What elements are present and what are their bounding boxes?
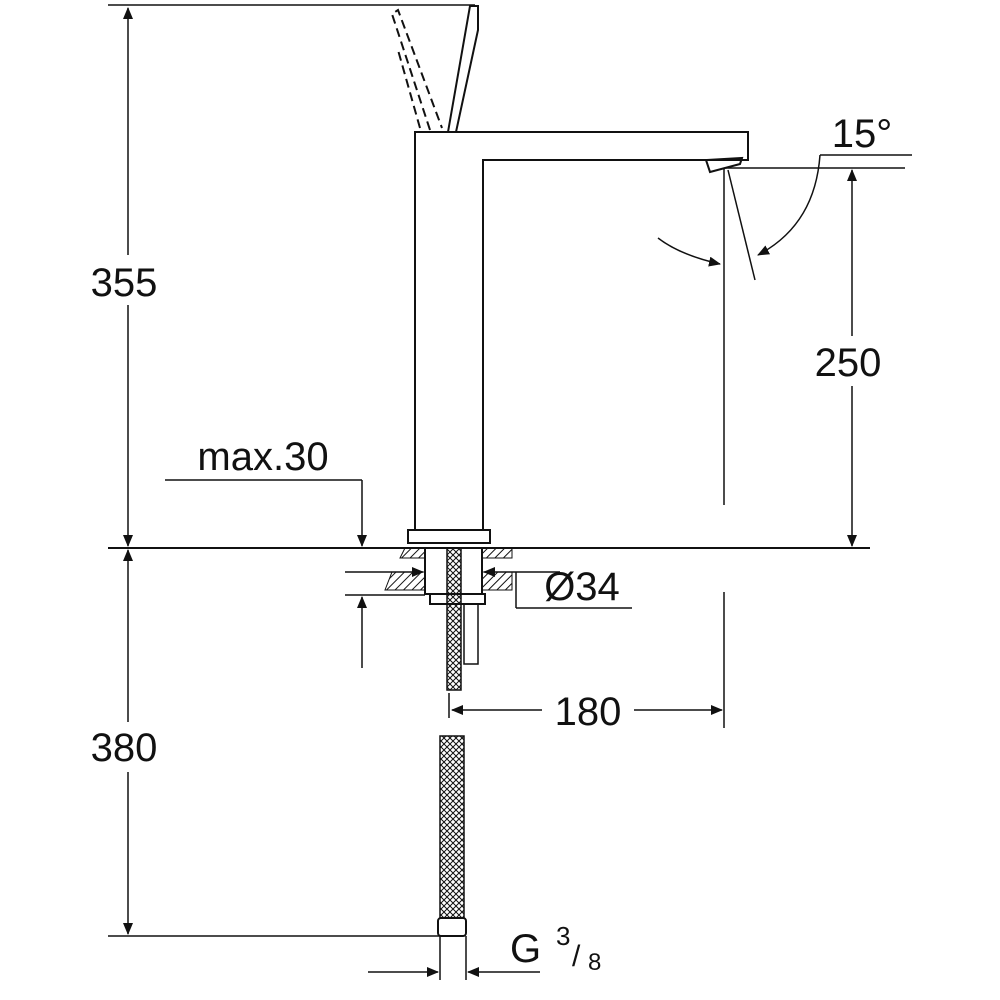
label-spout-angle: 15° [832,112,893,156]
label-connection-prefix: G [510,927,541,971]
label-hose-length: 380 [91,726,158,770]
dim-hose-length: 380 [80,549,440,937]
supply-hose-lower [439,735,465,919]
label-height-total: 355 [91,261,158,305]
label-max-thickness: max.30 [197,435,328,479]
mounting-section [108,547,870,980]
hose-nut [437,917,467,937]
dim-hole-diameter: Ø34 [345,565,632,609]
label-connection-num: 3 [556,921,570,951]
label-connection-slash: / [572,940,581,973]
aerator [704,156,744,174]
label-hole-diameter: Ø34 [544,565,620,609]
dim-height-total: 355 [80,4,475,547]
lever-handle [390,5,479,133]
supply-hose-upper [446,547,462,691]
label-spout-reach: 180 [555,690,622,734]
dim-spout-reach: 180 [448,592,725,734]
faucet-body [407,131,749,544]
dim-spout-angle: 15° [657,112,912,505]
dim-max-thickness: max.30 [165,435,425,668]
dim-connection-thread: G 3 / 8 [368,921,601,977]
dim-outlet-height: 250 [726,167,905,547]
label-outlet-height: 250 [815,341,882,385]
label-connection-den: 8 [588,949,601,976]
